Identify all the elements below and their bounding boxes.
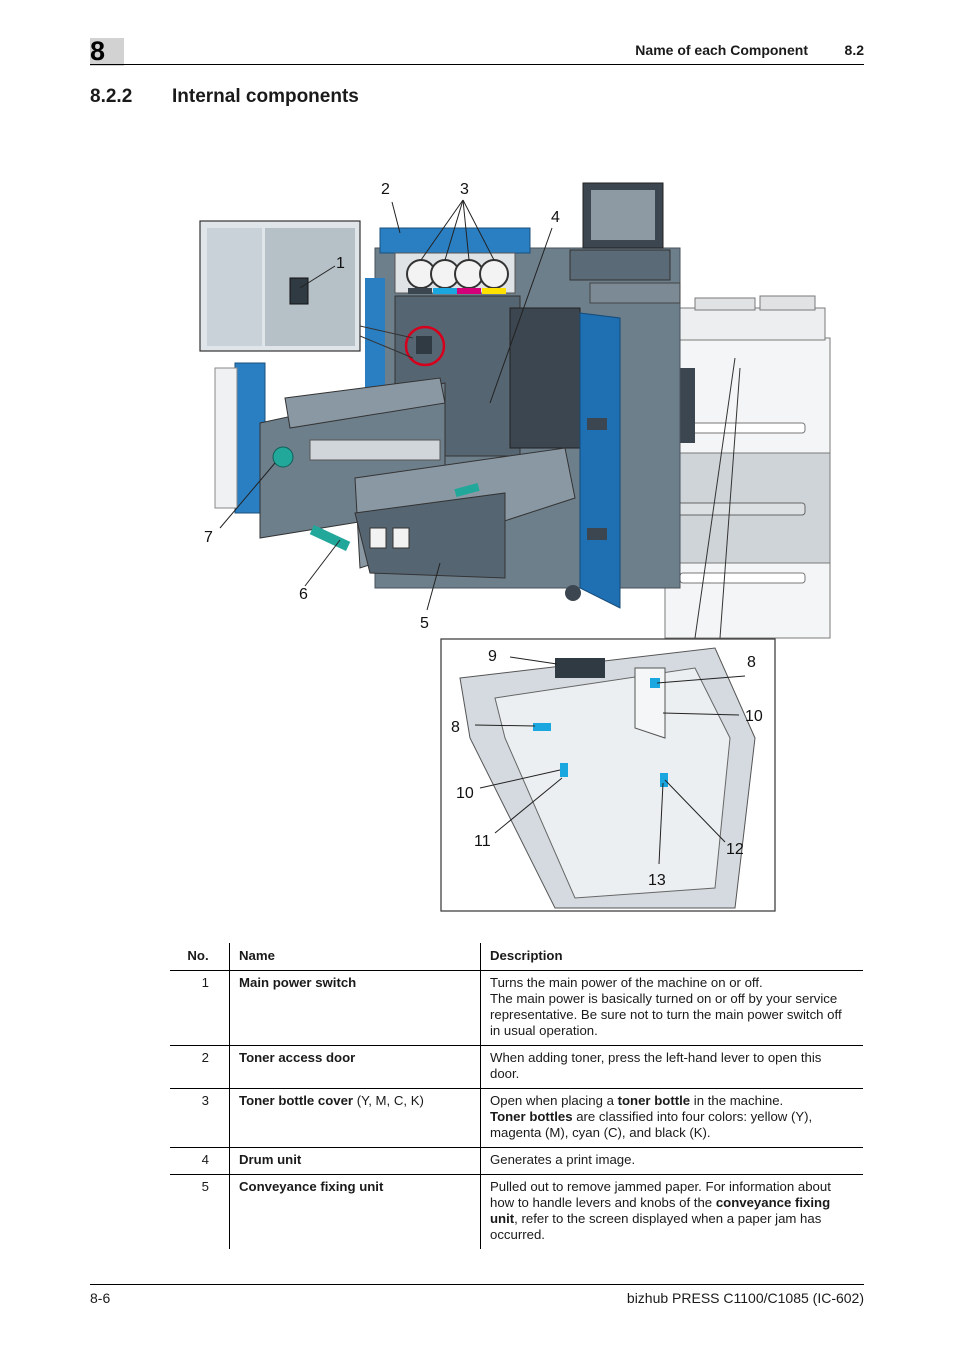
desc-text: in the machine. (690, 1093, 784, 1108)
chapter-tab (90, 38, 124, 66)
desc-bold: conveyance fixing unit (490, 1195, 831, 1226)
row-no: 4 (170, 1147, 230, 1175)
desc-line: Turns the main power of the machine on o… (490, 975, 763, 990)
desc-bold: Toner bottles (490, 1109, 573, 1124)
callout-1: 1 (336, 255, 345, 272)
table-row: 1 Main power switch Turns the main power… (170, 970, 863, 1046)
row-name: Toner access door (229, 1045, 481, 1089)
row-no: 3 (170, 1088, 230, 1148)
table-row: 3 Toner bottle cover (Y, M, C, K) Open w… (170, 1088, 863, 1148)
callout-10-right: 10 (745, 708, 763, 725)
name-text: Toner bottle cover (239, 1093, 354, 1108)
desc-line: Open when placing a toner bottle in the … (490, 1093, 854, 1109)
callout-5: 5 (420, 615, 429, 632)
callout-11: 11 (474, 833, 491, 850)
desc-text: are classified into four colors: yellow … (490, 1109, 813, 1140)
running-header-title: Name of each Component (635, 42, 808, 58)
callout-8-right: 8 (747, 654, 756, 671)
name-text: Main power switch (239, 975, 357, 990)
name-text: Toner access door (239, 1050, 356, 1065)
leader-lines (219, 199, 746, 865)
row-description: Generates a print image. (480, 1147, 863, 1175)
callout-6: 6 (299, 586, 308, 603)
row-description: When adding toner, press the left-hand l… (480, 1045, 863, 1089)
callout-4: 4 (551, 209, 560, 226)
row-no: 5 (201, 1179, 209, 1194)
section-number: 8.2.2 (90, 86, 133, 107)
table-row: 5 Conveyance fixing unit Pulled out to r… (170, 1174, 863, 1249)
pulled-out-units (259, 377, 576, 579)
desc-text: Pulled out to remove jammed paper. For i… (490, 1179, 831, 1210)
desc-line: Toner bottles are classified into four c… (490, 1109, 854, 1141)
finisher-unit (650, 295, 831, 639)
row-no: 1 (170, 970, 230, 1046)
chapter-number: 8 (90, 36, 106, 66)
row-name: Toner bottle cover (Y, M, C, K) (229, 1088, 481, 1148)
callout-10-left: 10 (456, 785, 474, 802)
table-row: 2 Toner access door When adding toner, p… (170, 1045, 863, 1089)
name-text: Conveyance fixing unit (239, 1179, 384, 1194)
desc-line: Pulled out to remove jammed paper. For i… (490, 1179, 854, 1243)
desc-line: Generates a print image. (490, 1152, 636, 1167)
running-header-section: 8.2 (844, 42, 864, 58)
desc-line: When adding toner, press the left-hand l… (490, 1050, 822, 1081)
row-description: Open when placing a toner bottle in the … (480, 1088, 863, 1148)
col-header-description: Description (480, 943, 863, 971)
callout-12: 12 (726, 841, 744, 858)
col-header-name: Name (229, 943, 481, 971)
desc-line: The main power is basically turned on or… (490, 991, 842, 1038)
row-name: Main power switch (229, 970, 481, 1046)
name-suffix: (Y, M, C, K) (353, 1093, 424, 1108)
callout-2: 2 (381, 181, 390, 198)
desc-text: , refer to the screen displayed when a p… (490, 1211, 822, 1242)
components-table: No. Name Description 1 Main power switch… (170, 943, 863, 1249)
col-header-no: No. (170, 943, 230, 971)
row-description: Pulled out to remove jammed paper. For i… (480, 1174, 863, 1249)
table-row: 4 Drum unit Generates a print image. (170, 1147, 863, 1175)
section-title: Internal components (172, 86, 359, 107)
callout-13: 13 (648, 872, 666, 889)
name-text: Drum unit (239, 1152, 302, 1167)
machine-illustration (199, 182, 831, 912)
callout-7: 7 (204, 529, 213, 546)
footer-rule (90, 1284, 864, 1285)
page-number: 8-6 (90, 1290, 111, 1306)
row-no: 2 (170, 1045, 230, 1089)
product-name: bizhub PRESS C1100/C1085 (IC-602) (626, 1290, 864, 1306)
row-name: Conveyance fixing unit (229, 1174, 481, 1249)
row-name: Drum unit (229, 1147, 481, 1175)
callout-8-left: 8 (451, 719, 460, 736)
callout-9: 9 (488, 648, 497, 665)
callout-3: 3 (460, 181, 469, 198)
paper-tray-inset (440, 357, 776, 912)
header-rule (90, 64, 864, 65)
row-description: Turns the main power of the machine on o… (480, 970, 863, 1046)
internal-components-figure: 2 3 4 1 7 6 5 9 8 8 10 10 11 12 13 (195, 178, 835, 923)
desc-bold: toner bottle (617, 1093, 691, 1108)
power-switch-inset (199, 220, 414, 359)
table-header-row: No. Name Description (170, 943, 863, 971)
desc-text: Open when placing a (490, 1093, 618, 1108)
